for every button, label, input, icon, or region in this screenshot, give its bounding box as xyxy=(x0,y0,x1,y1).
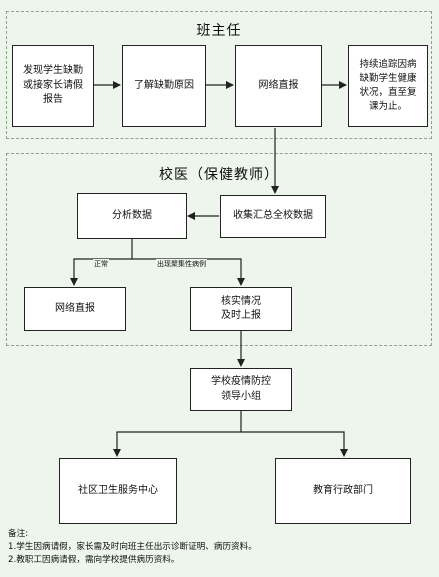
box-collect: 收集汇总全校数据 xyxy=(220,195,326,238)
notes-line-2: 2.教职工因病请假，需向学校提供病历资料。 xyxy=(8,554,180,565)
edge-label-normal: 正常 xyxy=(93,259,109,269)
box-track: 持续追踪因病 缺勤学生健康 状况，直至复 课为止。 xyxy=(348,45,428,127)
notes-line-1: 1.学生因病请假，家长需及时向班主任出示诊断证明、病历资料。 xyxy=(8,541,257,552)
notes-title: 备注: xyxy=(8,529,29,539)
box-understand: 了解缺勤原因 xyxy=(122,45,206,127)
edge-label-cluster: 出现聚集性病例 xyxy=(156,259,207,269)
section-title-school-doctor: 校医（保健教师） xyxy=(159,167,279,183)
box-report-net-top: 网络直报 xyxy=(235,45,322,127)
box-discover: 发现学生缺勤 或接家长请假 报告 xyxy=(12,45,94,127)
box-analyze: 分析数据 xyxy=(77,193,187,239)
arrow-leader-to-community xyxy=(113,411,242,457)
box-verify: 核实情况 及时上报 xyxy=(190,287,292,331)
notes: 备注: 1.学生因病请假，家长需及时向班主任出示诊断证明、病历资料。 2.教职工… xyxy=(8,528,257,567)
box-report-net: 网络直报 xyxy=(24,287,126,331)
box-leader-group: 学校疫情防控 领导小组 xyxy=(190,368,292,411)
arrow-leader-to-education xyxy=(241,431,348,457)
section-head-teacher: 班主任 xyxy=(6,11,432,139)
section-school-doctor: 校医（保健教师） xyxy=(6,153,432,346)
box-community: 社区卫生服务中心 xyxy=(59,458,177,524)
section-title-head-teacher: 班主任 xyxy=(196,23,242,39)
box-education: 教育行政部门 xyxy=(275,458,411,524)
